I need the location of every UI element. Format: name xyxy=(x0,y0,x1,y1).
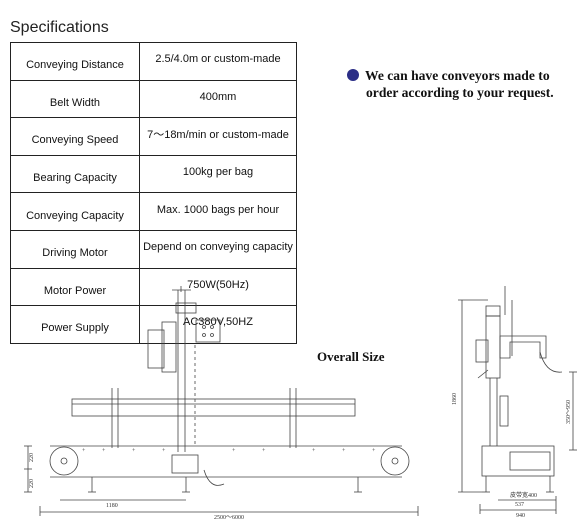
custom-order-note: We can have conveyors made to order acco… xyxy=(347,67,587,101)
spec-value: 100kg per bag xyxy=(139,154,297,194)
note-text-1: We can have conveyors made to xyxy=(365,68,550,83)
front-view-drawing xyxy=(24,286,419,516)
table-row: Driving Motor Depend on conveying capaci… xyxy=(10,229,297,269)
spec-label: Conveying Speed xyxy=(10,117,140,156)
side-view-drawing xyxy=(458,286,577,514)
overall-size-label: Overall Size xyxy=(317,349,385,364)
front-belt-marks: + + + + + + + + + xyxy=(82,448,376,454)
svg-text:+: + xyxy=(132,448,136,454)
dimension-outer-width: 940 xyxy=(516,513,525,519)
table-row: Bearing Capacity 100kg per bag xyxy=(10,154,297,194)
svg-text:+: + xyxy=(102,448,106,454)
svg-text:+: + xyxy=(372,448,376,454)
dimension-belt-width: 皮带宽400 xyxy=(510,491,537,499)
spec-table: Conveying Distance 2.5/4.0m or custom-ma… xyxy=(10,42,297,344)
svg-text:+: + xyxy=(342,448,346,454)
dimension-upper-height: 220 xyxy=(29,453,35,462)
svg-text:+: + xyxy=(262,448,266,454)
svg-text:+: + xyxy=(312,448,316,454)
note-text-2: order according to your request. xyxy=(366,85,554,100)
dimension-height: 1860 xyxy=(452,393,458,405)
dimension-lower-height: 220 xyxy=(29,479,35,488)
svg-text:+: + xyxy=(162,448,166,454)
table-row: Belt Width 400mm xyxy=(10,79,297,119)
dimension-half-length: 1180 xyxy=(106,503,118,509)
bullet-icon xyxy=(347,69,359,81)
svg-text:+: + xyxy=(82,448,86,454)
spec-value: Depend on conveying capacity xyxy=(139,229,297,269)
table-row: Power Supply AC380V,50HZ xyxy=(10,305,297,344)
dimension-adjust-range: 350～950 xyxy=(566,400,572,424)
spec-label: Conveying Distance xyxy=(10,42,140,81)
spec-label: Driving Motor xyxy=(10,229,140,269)
spec-value: 2.5/4.0m or custom-made xyxy=(139,42,297,81)
spec-value: 750W(50Hz) xyxy=(139,267,297,307)
spec-value: 7～18m/min or custom-made xyxy=(139,117,297,156)
table-row: Conveying Capacity Max. 1000 bags per ho… xyxy=(10,192,297,231)
spec-value: 400mm xyxy=(139,79,297,119)
spec-label: Bearing Capacity xyxy=(10,154,140,194)
note-line-1: We can have conveyors made to xyxy=(347,67,587,84)
spec-label: Power Supply xyxy=(10,305,140,344)
spec-label: Conveying Capacity xyxy=(10,192,140,231)
spec-value: Max. 1000 bags per hour xyxy=(139,192,297,231)
dimension-width-range: 2500～6000 xyxy=(214,515,244,521)
spec-value: AC380V,50HZ xyxy=(139,305,297,344)
dimension-inner-width: 537 xyxy=(515,502,524,508)
svg-text:+: + xyxy=(232,448,236,454)
table-row: Conveying Distance 2.5/4.0m or custom-ma… xyxy=(10,42,297,81)
page-title: Specifications xyxy=(10,19,109,36)
table-row: Conveying Speed 7～18m/min or custom-made xyxy=(10,117,297,156)
spec-label: Belt Width xyxy=(10,79,140,119)
